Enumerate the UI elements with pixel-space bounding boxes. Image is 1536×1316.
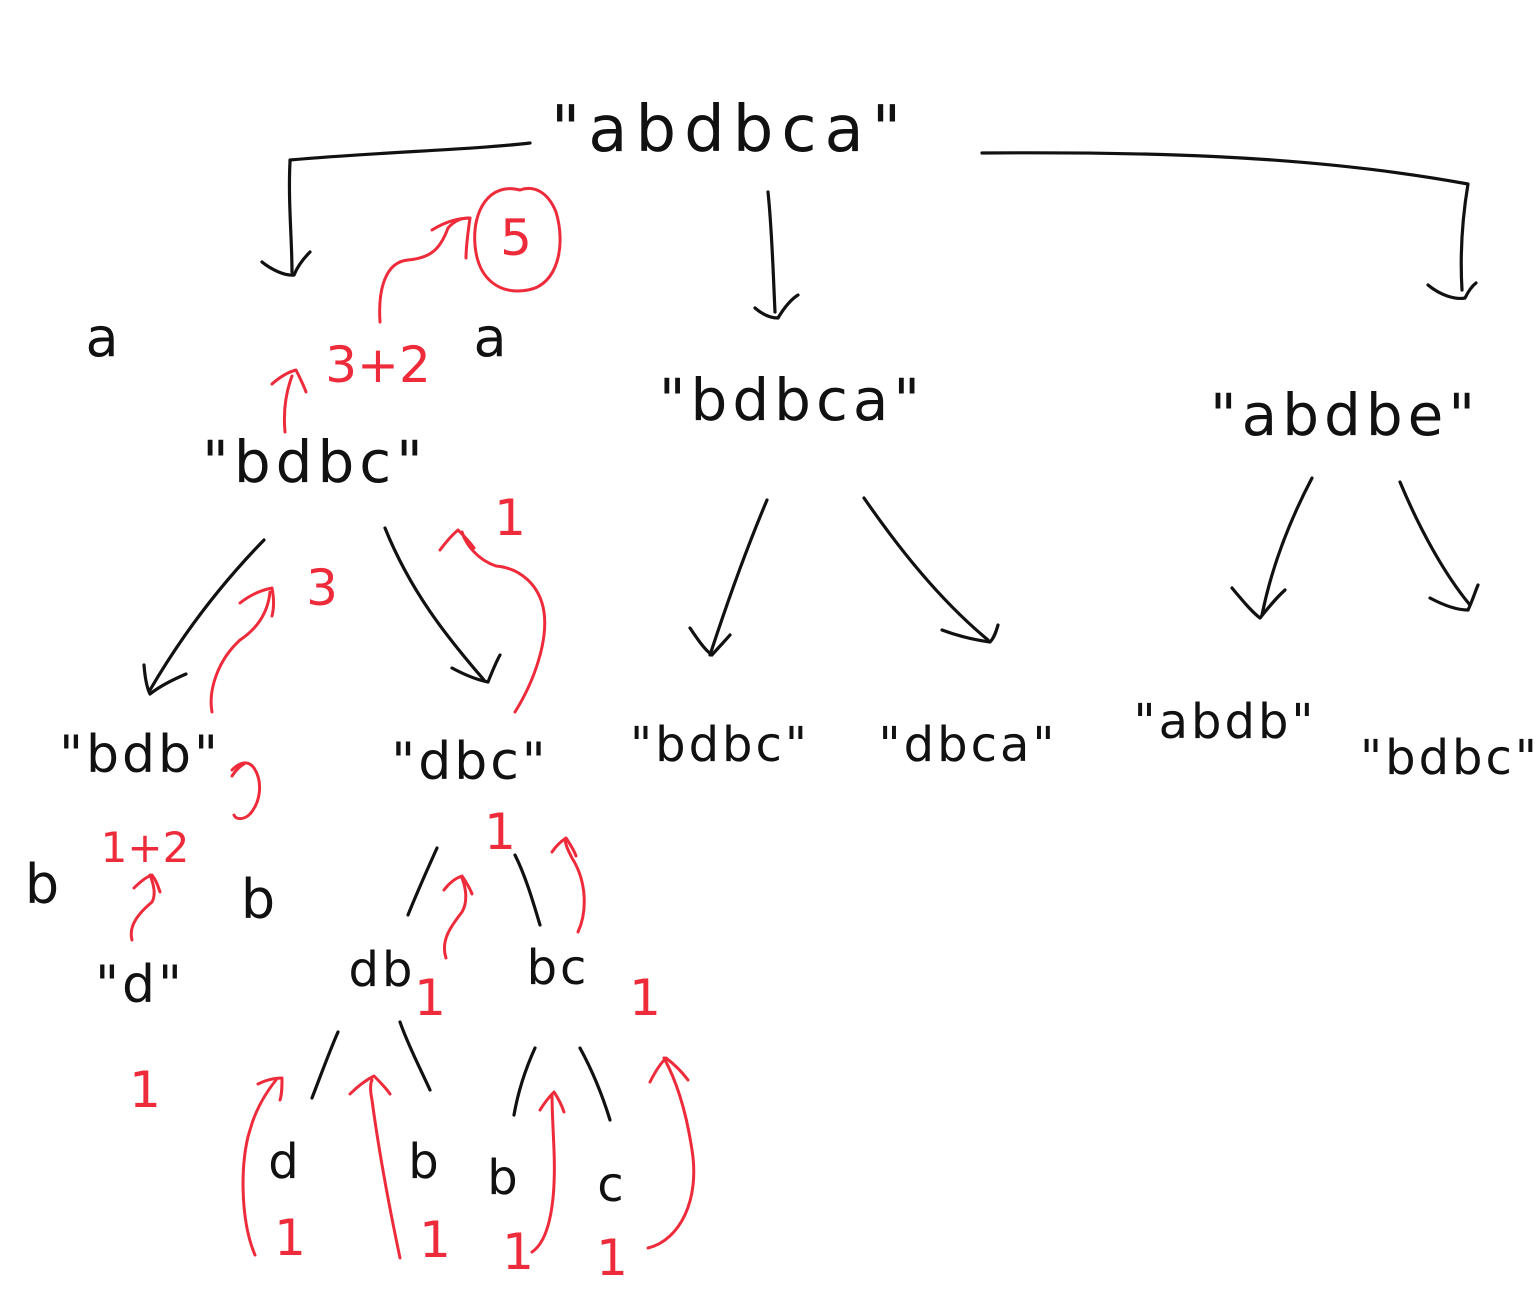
node-abdbe: "abdbe" [1209, 381, 1481, 449]
node-abdb: "abdb" [1133, 694, 1317, 750]
arrow-d-to-sum [129, 873, 156, 942]
arrowhead-to-result [430, 216, 472, 260]
tree-edges [142, 141, 1480, 1122]
value-one-dbc: 1 [484, 803, 516, 861]
leaf-b2: b [487, 1150, 521, 1206]
arrow-bdbc-to-sum [282, 374, 294, 434]
edge-dbc-bc [513, 853, 542, 927]
edge-db-d [310, 1030, 340, 1100]
leaf-value-b2: 1 [502, 1223, 534, 1281]
edge-bdbca-dbca [862, 496, 990, 642]
value-three: 3 [306, 559, 338, 617]
arrowhead-leaf-c [648, 1056, 690, 1084]
leaf-value-c: 1 [596, 1229, 628, 1287]
arrow-db-to-dbc [443, 876, 468, 960]
result-value: 5 [500, 209, 532, 267]
arrowhead-root-middle [753, 293, 800, 320]
arrowhead-bdbca-dbca [940, 623, 1000, 644]
arrowhead-bdbc-dbc [450, 653, 502, 684]
arrowhead-leaf-b1 [348, 1074, 392, 1096]
sum-bdb: 1+2 [100, 823, 190, 872]
arrowhead-leaf-b2 [538, 1090, 566, 1114]
arrow-bdb-to-three [209, 590, 272, 714]
edge-bc-b [512, 1046, 537, 1117]
arrowhead-root-right [1426, 281, 1478, 301]
arrowhead-bdbca-bdbc [688, 626, 732, 657]
arrowhead-bdbc-to-sum [270, 368, 308, 394]
value-one-bc: 1 [629, 969, 661, 1027]
node-dbca: "dbca" [878, 717, 1058, 773]
sum-top: 3+2 [325, 336, 431, 394]
edge-root-right [980, 151, 1470, 292]
node-bdb: "bdb" [59, 725, 221, 785]
arrowhead-bdbc-bdb [142, 663, 188, 696]
arrowhead-bdb-to-three [238, 586, 275, 618]
matched-char-b-right: b [240, 868, 276, 931]
arrowhead-db-to-dbc [442, 874, 474, 896]
value-one-db: 1 [414, 969, 446, 1027]
matched-char-a-left: a [85, 306, 119, 369]
edge-bc-c [578, 1046, 612, 1122]
edge-abdbe-bdbc [1398, 480, 1472, 607]
red-annotations [129, 187, 696, 1260]
leaf-value-b1: 1 [419, 1211, 451, 1269]
arrow-bc-to-dbc [563, 838, 586, 934]
arrow-leaf-c [646, 1056, 696, 1250]
arrowhead-bc-to-dbc [550, 836, 578, 858]
node-right-bdbc: "bdbc" [1360, 730, 1536, 786]
node-root: "abdbca" [550, 93, 910, 167]
leaf-value-d: 1 [274, 1209, 306, 1267]
edge-bdbc-dbc [383, 526, 486, 682]
edge-abdbe-abdb [1260, 476, 1314, 617]
matched-char-b-left: b [24, 853, 60, 916]
arrowhead-curl-bdb [230, 762, 246, 778]
node-bc: bc [526, 940, 590, 996]
edge-root-middle [766, 190, 777, 314]
edge-bdbca-bdbc [708, 498, 769, 657]
node-dbc: "dbc" [391, 732, 549, 792]
arrow-leaf-d [241, 1078, 278, 1257]
arrowhead-leaf-d [256, 1076, 284, 1102]
edge-dbc-db [406, 846, 439, 917]
value-one-top-right: 1 [494, 489, 526, 547]
arrowhead-d-to-sum [132, 873, 162, 894]
result-circle [473, 187, 562, 293]
arrowhead-abdbe-bdbc [1428, 583, 1480, 612]
node-bdbc: "bdbc" [202, 428, 428, 496]
node-d: "d" [95, 955, 185, 1015]
edge-bdbc-bdb [148, 538, 266, 692]
edge-root-left [287, 141, 532, 274]
arrow-leaf-b2 [530, 1093, 556, 1254]
arrowhead-dbc-to-one [438, 528, 476, 552]
edge-db-b [398, 1020, 432, 1092]
arrow-dbc-to-one [460, 530, 547, 714]
arrow-leaf-b1 [369, 1078, 402, 1260]
value-one-d: 1 [129, 1061, 161, 1119]
node-middle-bdbc: "bdbc" [630, 717, 810, 773]
arrow-to-result [378, 216, 472, 324]
node-db: db [348, 942, 416, 998]
arrowhead-root-left [260, 250, 312, 277]
leaf-c: c [597, 1157, 627, 1213]
matched-char-a-right: a [473, 306, 507, 369]
node-bdbca: "bdbca" [658, 366, 926, 434]
leaf-d: d [268, 1134, 302, 1190]
leaf-b1: b [408, 1134, 442, 1190]
arrowhead-abdbe-abdb [1230, 586, 1287, 620]
